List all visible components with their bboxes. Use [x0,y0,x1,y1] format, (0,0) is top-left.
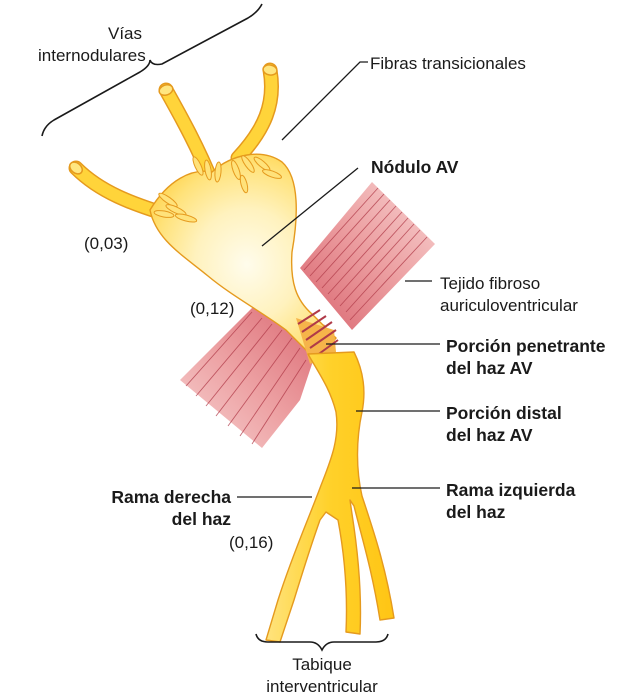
label-tabique-2: interventricular [266,677,378,696]
label-penetrante-1: Porción penetrante [446,336,606,356]
fibrous-tissue-upper [300,182,435,330]
label-fibras: Fibras transicionales [370,54,526,73]
label-vias-1: Vías [108,24,142,43]
label-time-003: (0,03) [84,234,128,253]
label-distal-2: del haz AV [446,425,533,445]
label-derecha-2: del haz [172,509,232,529]
label-tabique-1: Tabique [292,655,352,674]
label-derecha-1: Rama derecha [111,487,231,507]
label-distal-1: Porción distal [446,403,562,423]
label-time-012: (0,12) [190,299,234,318]
label-vias-2: internodulares [38,46,146,65]
label-izquierda-1: Rama izquierda [446,480,576,500]
label-tejido-1: Tejido fibroso [440,274,540,293]
label-nodulo: Nódulo AV [371,157,459,177]
internodal-brace [42,4,262,136]
label-time-016: (0,16) [229,533,273,552]
label-tejido-2: auriculoventricular [440,296,578,315]
label-penetrante-2: del haz AV [446,358,533,378]
label-izquierda-2: del haz [446,502,506,522]
